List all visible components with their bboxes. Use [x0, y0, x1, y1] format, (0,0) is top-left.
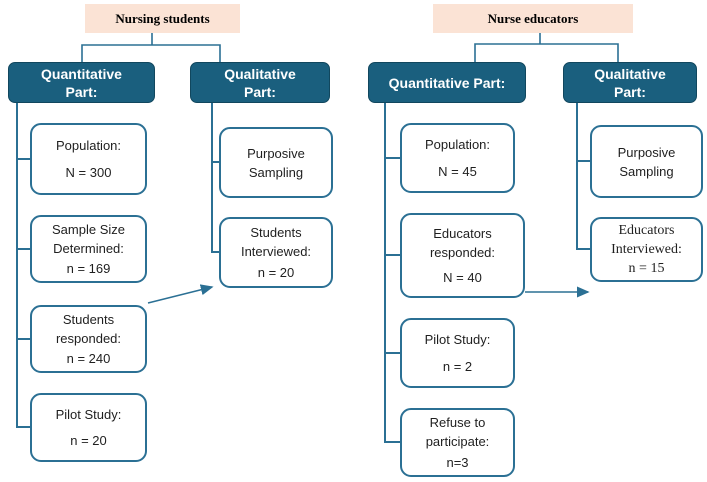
- box-value: n = 2: [442, 359, 473, 374]
- header-students-quantitative: Quantitative Part:: [8, 62, 155, 103]
- box-value: N = 300: [65, 165, 112, 181]
- box-value: N = 45: [438, 164, 477, 179]
- box-students-responded: Students responded: n = 240: [30, 305, 147, 373]
- header-educators-quantitative: Quantitative Part:: [368, 62, 526, 103]
- box-educators-purposive-sampling: Purposive Sampling: [590, 125, 703, 198]
- box-students-interviewed: Students Interviewed: n = 20: [219, 217, 333, 288]
- box-educators-responded: Educators responded: N = 40: [400, 213, 525, 298]
- banner-nursing-students: Nursing students: [85, 4, 240, 33]
- box-value: n = 20: [257, 265, 295, 280]
- box-label: Pilot Study:: [55, 406, 122, 422]
- box-value: N = 40: [443, 270, 482, 286]
- box-educators-population: Population: N = 45: [400, 123, 515, 193]
- banner-nurse-educators: Nurse educators: [433, 4, 633, 33]
- box-educators-refuse: Refuse to participate: n=3: [400, 408, 515, 477]
- box-students-population: Population: N = 300: [30, 123, 147, 195]
- tree-connector-left: [81, 33, 221, 62]
- box-label: Students responded:: [55, 312, 122, 346]
- box-value: n = 169: [66, 261, 111, 276]
- box-label: Refuse to participate:: [425, 415, 490, 450]
- box-students-sample-size: Sample Size Determined: n = 169: [30, 215, 147, 283]
- box-students-purposive-sampling: Purposive Sampling: [219, 127, 333, 198]
- box-label: Purposive Sampling: [617, 144, 676, 179]
- arrow-students-responded-to-interviewed: [147, 284, 214, 304]
- box-label: Population:: [55, 137, 122, 153]
- box-educators-interviewed: Educators Interviewed: n = 15: [590, 217, 703, 282]
- box-educators-pilot-study: Pilot Study: n = 2: [400, 318, 515, 388]
- box-value: n = 240: [66, 351, 111, 366]
- trunk-right-qualitative: [576, 102, 590, 250]
- box-label: Educators Interviewed:: [611, 223, 682, 257]
- box-label: Purposive Sampling: [247, 145, 305, 180]
- box-label: Population:: [424, 137, 491, 152]
- trunk-left-qualitative: [211, 102, 219, 253]
- tree-connector-right: [474, 33, 619, 62]
- box-value: n = 15: [628, 261, 665, 276]
- box-value: n=3: [446, 454, 469, 470]
- trunk-left-quantitative: [16, 102, 30, 428]
- box-label: Educators responded:: [429, 225, 496, 260]
- box-value: n = 20: [70, 433, 107, 449]
- header-educators-qualitative: Qualitative Part:: [563, 62, 697, 103]
- box-label: Pilot Study:: [424, 332, 491, 347]
- box-students-pilot-study: Pilot Study: n = 20: [30, 393, 147, 462]
- header-students-qualitative: Qualitative Part:: [190, 62, 330, 103]
- trunk-right-quantitative: [384, 102, 400, 443]
- box-label: Sample Size Determined:: [52, 222, 125, 256]
- box-label: Students Interviewed:: [240, 225, 312, 259]
